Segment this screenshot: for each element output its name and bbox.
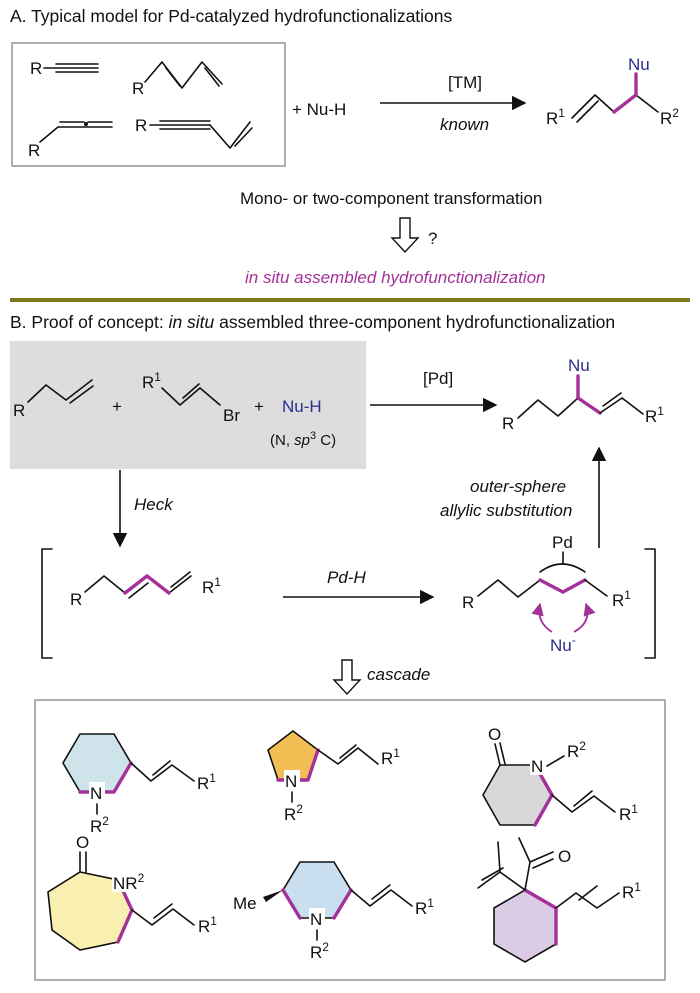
svg-text:R: R	[135, 116, 147, 135]
alkene-reactant: R	[13, 379, 94, 420]
substrate-box	[11, 42, 286, 167]
product-b: R Nu R1	[502, 356, 664, 433]
svg-text:R2: R2	[90, 814, 109, 836]
product-azepanone: O NR2 R1	[47, 833, 217, 951]
svg-text:Nu: Nu	[628, 55, 650, 74]
heck-label: Heck	[134, 495, 174, 514]
svg-text:Pd: Pd	[552, 533, 573, 552]
svg-text:R1: R1	[202, 575, 221, 597]
pi-allyl-complex: R Pd R1 Nu-	[462, 533, 631, 655]
svg-text:R2: R2	[310, 940, 329, 962]
right-bracket	[644, 548, 656, 659]
svg-text:Nu-: Nu-	[550, 633, 576, 655]
alkyne-substrate: R	[30, 59, 99, 78]
section-b-header: B. Proof of concept: in situ assembled t…	[10, 312, 615, 332]
plus-1: +	[112, 397, 122, 416]
product-pyrrolidine: N R2 R1	[267, 729, 400, 824]
product-dimethylpiperidine: N R2 Me R1	[233, 861, 434, 962]
svg-text:R: R	[132, 79, 144, 98]
svg-text:R: R	[28, 141, 40, 160]
cascade-label: cascade	[367, 665, 430, 684]
section-a-header: A. Typical model for Pd-catalyzed hydrof…	[10, 6, 453, 26]
product-a: R1 Nu R2	[546, 55, 679, 128]
nu-h-reagent: + Nu-H	[292, 100, 346, 119]
svg-text:O: O	[558, 847, 571, 866]
svg-text:R1: R1	[142, 370, 161, 392]
nu-scope: (N, sp3 C)	[270, 430, 336, 449]
svg-text:R2: R2	[284, 802, 303, 824]
svg-text:N: N	[310, 910, 322, 929]
pd-label: [Pd]	[423, 369, 453, 388]
svg-text:N: N	[531, 757, 543, 776]
reactant-panel	[10, 341, 366, 469]
svg-text:R1: R1	[645, 404, 664, 426]
svg-text:R1: R1	[612, 588, 631, 610]
products-box	[34, 699, 666, 981]
question-mark: ?	[428, 229, 437, 248]
svg-text:R: R	[462, 593, 474, 612]
product-cyclohexane-diketone: O R1	[477, 837, 641, 963]
enyne-substrate: R	[135, 116, 253, 149]
svg-text:R1: R1	[619, 802, 638, 824]
svg-text:R2: R2	[567, 739, 586, 761]
svg-text:Br: Br	[223, 406, 240, 425]
svg-text:R1: R1	[197, 771, 216, 793]
product-lactam: O N R2 R1	[482, 725, 638, 827]
cascade-arrow-icon	[332, 659, 362, 696]
svg-text:N: N	[285, 772, 297, 791]
diene-substrate: R	[132, 61, 223, 98]
nu-h-b: Nu-H	[282, 397, 322, 416]
svg-text:O: O	[488, 725, 501, 744]
svg-text:N: N	[90, 784, 102, 803]
svg-text:O: O	[76, 833, 89, 852]
known-label: known	[440, 115, 489, 134]
svg-text:R1: R1	[415, 896, 434, 918]
hollow-arrow-icon	[390, 217, 420, 254]
allylic-substitution-label: allylic substitution	[440, 501, 572, 520]
mono-two-caption: Mono- or two-component transformation	[240, 189, 542, 208]
section-divider	[10, 298, 690, 302]
svg-text:NR2: NR2	[113, 871, 145, 893]
in-situ-concept: in situ assembled hydrofunctionalization	[245, 268, 546, 287]
outer-sphere-label: outer-sphere	[470, 477, 566, 496]
svg-text:R2: R2	[660, 106, 679, 128]
product-piperidine: N R2 R1	[62, 733, 216, 836]
vinyl-bromide-reactant: R1 Br	[142, 370, 240, 425]
plus-2: +	[254, 397, 264, 416]
svg-text:R: R	[30, 59, 42, 78]
svg-text:R: R	[70, 590, 82, 609]
allene-substrate: R	[28, 121, 113, 160]
svg-text:Me: Me	[233, 894, 257, 913]
svg-text:R1: R1	[198, 914, 217, 936]
svg-text:R1: R1	[546, 106, 565, 128]
svg-text:R1: R1	[622, 880, 641, 902]
tm-label: [TM]	[448, 73, 482, 92]
svg-text:Nu: Nu	[568, 356, 590, 375]
left-bracket	[41, 548, 53, 659]
svg-text:R1: R1	[381, 746, 400, 768]
svg-text:R: R	[13, 401, 25, 420]
diene-intermediate: R R1	[70, 571, 221, 609]
svg-text:R: R	[502, 414, 514, 433]
pd-h-label: Pd-H	[327, 568, 366, 587]
